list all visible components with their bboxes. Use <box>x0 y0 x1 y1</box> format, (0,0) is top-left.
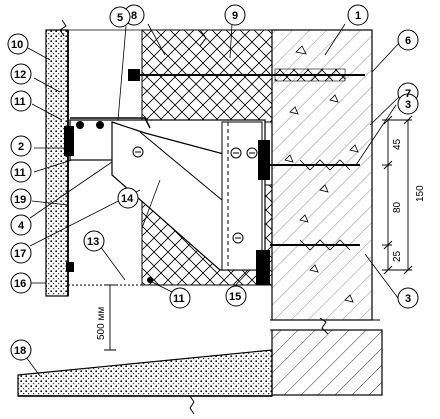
callout-13: 13 <box>87 236 99 248</box>
foundation-wall <box>270 317 383 396</box>
dim-150: 150 <box>415 185 426 202</box>
callout-8: 8 <box>131 10 137 22</box>
bracket-assembly <box>64 117 270 286</box>
callout-11-a: 11 <box>14 96 26 108</box>
ground-slab <box>17 349 273 415</box>
callout-markers: 1 2 3 3 4 5 6 7 8 9 10 11 11 11 12 13 14… <box>7 4 419 361</box>
dowel-anchors <box>128 68 365 251</box>
height-dimension: 500 мм <box>96 284 116 351</box>
callout-17: 17 <box>14 248 26 260</box>
dimension-labels: 45 80 25 150 <box>392 138 426 262</box>
dim-45: 45 <box>392 138 403 150</box>
callout-18: 18 <box>14 345 26 357</box>
callout-12: 12 <box>14 69 26 81</box>
callout-5: 5 <box>117 12 123 24</box>
dim-500mm: 500 мм <box>96 307 107 340</box>
dim-80: 80 <box>392 201 403 213</box>
callout-19: 19 <box>14 194 26 206</box>
dim-25: 25 <box>392 250 403 262</box>
callout-9: 9 <box>232 10 238 22</box>
callout-14: 14 <box>121 193 134 205</box>
callout-11-c: 11 <box>173 293 185 305</box>
callout-6: 6 <box>405 35 411 47</box>
callout-4: 4 <box>18 220 25 232</box>
callout-10: 10 <box>11 39 23 51</box>
callout-1: 1 <box>355 10 361 22</box>
callout-7: 7 <box>405 88 411 100</box>
callout-16: 16 <box>14 278 26 290</box>
callout-15: 15 <box>229 291 241 303</box>
dimension-lines <box>382 115 413 275</box>
callout-2: 2 <box>18 141 24 153</box>
callout-3-lower: 3 <box>405 293 411 305</box>
callout-11-b: 11 <box>14 167 26 179</box>
callout-3-upper: 3 <box>405 99 411 111</box>
